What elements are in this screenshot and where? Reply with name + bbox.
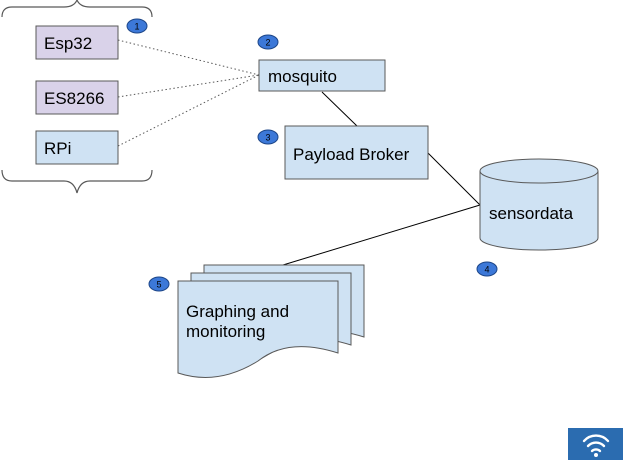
wifi-icon xyxy=(568,428,623,460)
mosquito-node: mosquito xyxy=(258,59,386,92)
device-esp32: Esp32 xyxy=(35,25,119,60)
device-rpi-label: RPi xyxy=(44,139,71,158)
connector-esp32-mosquito xyxy=(117,39,260,76)
bottom-brace xyxy=(1,169,153,194)
graphing-monitoring-node: Graphing and monitoring xyxy=(177,264,365,378)
svg-text:3: 3 xyxy=(265,133,270,143)
svg-text:1: 1 xyxy=(134,22,139,32)
mosquito-label: mosquito xyxy=(268,67,337,86)
device-esp32-label: Esp32 xyxy=(44,34,92,53)
document-front xyxy=(177,280,339,378)
device-es8266-label: ES8266 xyxy=(44,89,105,108)
connector-rpi-mosquito xyxy=(117,74,260,147)
graphing-label-line1: Graphing and xyxy=(186,302,289,321)
connector-es8266-mosquito xyxy=(117,74,260,98)
svg-text:5: 5 xyxy=(156,280,161,290)
payload-broker-label: Payload Broker xyxy=(293,145,410,164)
sensordata-database: sensordata xyxy=(479,158,599,251)
graphing-label-line2: monitoring xyxy=(186,322,265,341)
step-badges: 1 2 3 4 5 xyxy=(126,18,498,292)
top-brace xyxy=(1,0,153,18)
badge-1: 1 xyxy=(126,18,148,34)
badge-3: 3 xyxy=(257,129,279,145)
badge-4: 4 xyxy=(476,261,498,277)
connector-mosquito-broker xyxy=(321,91,358,127)
connector-broker-sensordata xyxy=(427,152,481,206)
connectors xyxy=(117,39,481,266)
payload-broker-node: Payload Broker xyxy=(284,125,429,180)
connector-sensordata-graphing xyxy=(282,204,481,266)
badge-5: 5 xyxy=(148,276,170,292)
sensordata-label: sensordata xyxy=(489,204,574,223)
device-rpi: RPi xyxy=(35,130,119,165)
svg-text:2: 2 xyxy=(265,38,270,48)
device-es8266: ES8266 xyxy=(35,80,119,115)
svg-text:4: 4 xyxy=(484,265,489,275)
badge-2: 2 xyxy=(257,34,279,50)
